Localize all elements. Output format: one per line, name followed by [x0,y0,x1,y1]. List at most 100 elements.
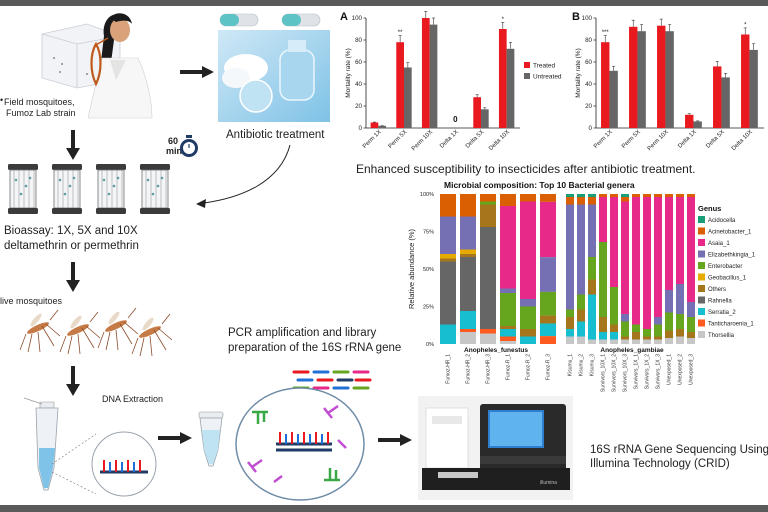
pcr-label-line1: PCR amplification and library [228,327,377,339]
x-tick-label: Perm 1X [593,129,614,150]
stack-segment [540,315,556,324]
sequencer-brand: illumina [540,480,557,486]
pcr-tube-icon [198,411,224,467]
legend-swatch [698,216,705,223]
sample-label: Survivors_10X_3 [623,354,629,392]
x-tick-label: Perm 10X [411,129,434,152]
stack-segment [566,194,574,197]
y-axis-label: Mortality rate (%) [345,48,352,97]
stack-segment [520,329,536,337]
bar-treated [421,18,430,128]
stack-segment [588,204,596,257]
stack-segment [500,293,516,326]
significance-mark: * [502,17,505,23]
stack-segment [621,194,629,197]
timer-value: 60 [168,136,179,146]
sample-label: Unexposed_1 [667,354,673,385]
field-mosquitoes-label: Field mosquitoes, [4,97,75,107]
y-tick-label: 0 [359,125,363,132]
x-tick-label: Delta 1X [677,129,698,150]
microbial-composition-chart: Microbial composition: Top 10 Bacterial … [407,180,756,392]
y-tick-label: 100 [582,15,593,22]
significance-mark: ** [398,30,403,36]
y-tick-label: 0 [589,125,593,132]
stack-segment [687,317,695,332]
sample-label: Survivors_10X_1 [601,354,607,392]
x-tick-label: Delta 5X [465,129,486,150]
stack-segment [480,227,496,329]
sample-label: Survivors_1X_2 [645,354,651,390]
sample-label: Fumoz-R_2 [526,354,532,380]
y-axis-label: Mortality rate (%) [575,48,582,97]
sample-label: Survivors_10X_2 [612,354,618,392]
y-tick-label: 80 [355,37,362,44]
stack-segment [643,197,651,329]
stack-segment [440,194,456,217]
stack-segment [687,197,695,302]
stack-segment [632,197,640,325]
stack-segment [588,279,596,295]
stack-segment [665,312,673,331]
fumoz-lab-strain-label: Fumoz Lab strain [6,108,76,118]
stack-segment [520,306,536,329]
bar-treated [713,66,722,128]
y-tick-label: 100 [352,15,363,22]
stack-segment [621,201,629,314]
bar-untreated [506,48,515,128]
pill-icon [281,13,321,27]
legend-swatch [698,319,705,327]
stack-segment [643,336,651,340]
stack-segment [665,338,673,344]
stack-segment [577,197,585,205]
stack-segment [676,329,684,337]
stack-segment [540,194,556,202]
legend-swatch [698,227,705,235]
legend-label: Rahnella [708,299,732,305]
stack-segment [577,204,585,295]
stack-segment [480,204,496,227]
x-tick-label: Perm 10X [647,129,670,152]
legend-label: Serratia_2 [708,310,736,316]
stack-segment [540,336,556,344]
alive-mosquitoes-label: live mosquitoes [0,296,63,306]
stack-segment [654,324,662,337]
bar-untreated [378,125,387,128]
stack-segment [520,194,536,202]
bar-treated [498,29,507,128]
legend-title: Genus [698,204,721,213]
y-tick-label: 60 [355,59,362,66]
stack-segment [599,242,607,317]
stack-segment [480,329,496,334]
stack-segment [577,309,585,322]
sample-label: Fumoz-R_1 [506,354,512,380]
stack-segment [687,302,695,317]
stack-segment [440,261,456,325]
stack-segment [500,326,516,329]
bioassay-tubes [8,163,171,215]
stack-segment [566,197,574,205]
arrow-to-sequencer [378,434,412,446]
stopwatch-icon [180,135,198,157]
legend-swatch [698,308,705,315]
stack-segment [460,216,476,250]
stack-segment [577,321,585,337]
legend-swatch [698,273,705,281]
stack-segment [588,197,596,205]
stack-segment [566,204,574,310]
legend-swatch [698,250,705,258]
stack-segment [500,206,516,289]
bar-treated [370,122,379,128]
stack-segment [632,339,640,344]
stack-segment [676,336,684,344]
stack-segment [632,194,640,197]
bioassay-label-line1: Bioassay: 1X, 5X and 10X [4,225,138,237]
y-tick-label: 40 [355,81,362,88]
significance-mark: *** [602,30,610,36]
stack-segment [577,336,585,344]
stack-segment [520,201,536,299]
y-tick-label: 75% [423,230,434,236]
stack-segment [599,339,607,344]
bioassay-label-line2: deltamethrin or permethrin [4,240,139,252]
bar-untreated [665,31,674,129]
